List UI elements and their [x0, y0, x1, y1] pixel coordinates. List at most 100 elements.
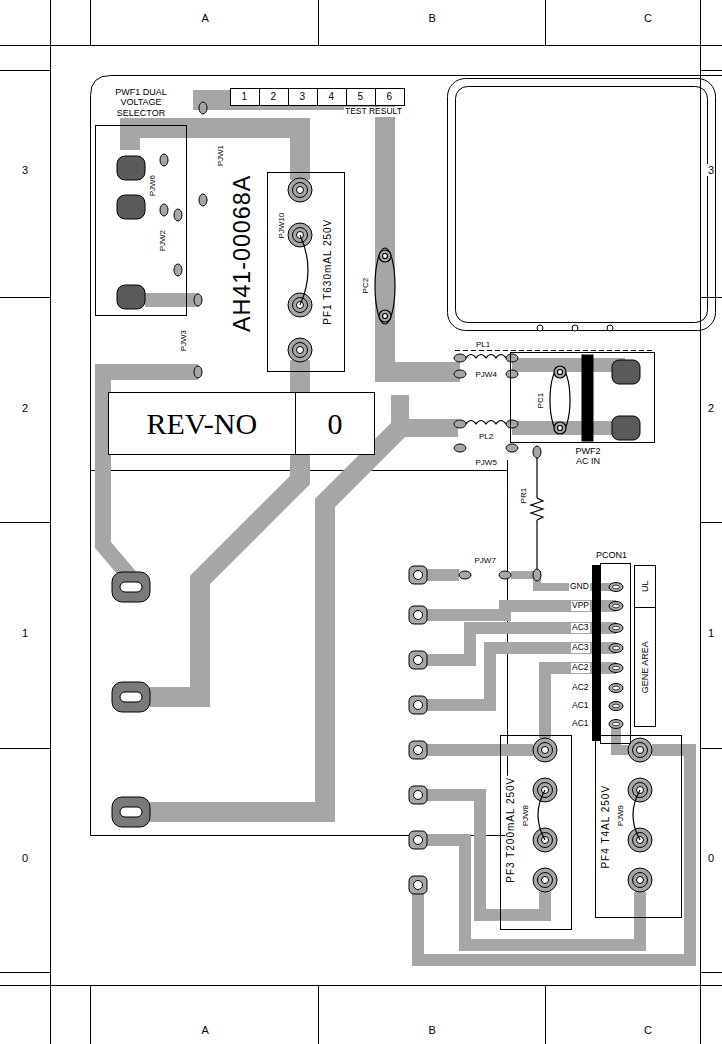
- reference-designator: PJW8: [521, 803, 530, 826]
- component-symbol: [538, 790, 545, 840]
- component-symbol: [300, 235, 640, 840]
- test-result-table: 123456TEST RESULT: [230, 88, 405, 118]
- frame-line: [0, 297, 50, 298]
- terminal-pad: [112, 682, 150, 712]
- test-result-table: [260, 89, 289, 106]
- pin-name: VPP: [571, 601, 590, 611]
- fuse-pad: [628, 868, 652, 892]
- frame-line: [545, 986, 546, 1044]
- connector-pad: [612, 360, 640, 384]
- table-cell: 4: [329, 91, 335, 103]
- board-outline: [91, 76, 722, 836]
- jumper-pad: [160, 102, 541, 581]
- grid-number: 1: [21, 627, 29, 640]
- pin-header: [613, 722, 620, 726]
- pin-header: [609, 602, 623, 611]
- reference-designator: PJW7: [474, 556, 497, 565]
- reference-designator: PC2: [361, 276, 370, 294]
- pin-header: [601, 564, 631, 744]
- wire-pad: [414, 836, 423, 845]
- area-marker: [635, 607, 656, 608]
- pin-header: [613, 646, 620, 650]
- selector-outline: PWF1 DUAL VOLTAGE SELECTOR: [95, 86, 187, 316]
- board-cutout: [537, 325, 543, 331]
- grid-letter: B: [428, 1024, 437, 1037]
- jumper-pad: [174, 209, 182, 221]
- fuse-pad: [542, 747, 549, 754]
- wire-pad: [414, 701, 423, 710]
- fuse-label: PF4 T4AL 250V: [600, 784, 612, 870]
- pin-header: [592, 565, 600, 741]
- frame-line: [545, 0, 546, 45]
- reference-designator: PJW4: [475, 370, 498, 379]
- grid-letter: C: [643, 12, 653, 25]
- component-symbol: [554, 422, 566, 434]
- wire-pad: [414, 791, 423, 800]
- component-symbol: [558, 426, 563, 431]
- connector-name: PCON1: [595, 550, 628, 560]
- jumper-pad: [194, 294, 202, 306]
- jumper-pad: [160, 154, 168, 166]
- fuse-pad: [293, 183, 308, 198]
- fuse-pad: [637, 877, 644, 884]
- test-result-table: [289, 89, 318, 106]
- grid-number: 1: [707, 627, 715, 640]
- fuse-pad: [533, 738, 557, 762]
- component-symbol: [536, 458, 537, 498]
- copper-trace: [545, 668, 616, 738]
- jumper-pad: [533, 569, 541, 581]
- frame-line: [701, 748, 722, 749]
- copper-trace: [145, 293, 198, 307]
- revision-heading: REV-NO: [147, 407, 258, 442]
- reference-designator: PJW6: [148, 173, 157, 196]
- board-cutout: [448, 79, 716, 332]
- fuse-outline: [268, 173, 345, 372]
- frame-line: [0, 748, 50, 749]
- reference-designator: PJW5: [475, 458, 498, 467]
- fuse-outline: [596, 736, 682, 918]
- grid-number: 3: [707, 164, 715, 177]
- copper-trace: [512, 358, 625, 372]
- table-caption: TEST RESULT: [344, 107, 403, 117]
- fuse-pad: [538, 743, 553, 758]
- pin-header: [609, 664, 623, 673]
- jumper-pad: [459, 571, 471, 579]
- board-outline: [91, 76, 722, 836]
- pin-header: [609, 624, 623, 633]
- pin-header: [613, 626, 620, 630]
- area-marker: ULGENE AREA: [634, 565, 656, 727]
- fuse-pad: [628, 738, 652, 762]
- pin-name: GND: [569, 582, 590, 592]
- fuse-pad: [533, 738, 557, 762]
- connector-pad: [117, 156, 145, 180]
- frame-line: [90, 0, 91, 45]
- component-symbol: [383, 314, 388, 319]
- board-cutout: [572, 325, 578, 331]
- fuse-pad: [533, 868, 557, 892]
- test-result-table: [231, 89, 260, 106]
- frame-line: [50, 0, 51, 1044]
- test-result-table: [347, 89, 376, 106]
- fuse-pad: [628, 738, 652, 762]
- jumper-pad: [499, 571, 511, 579]
- reference-designator: PL1: [475, 340, 491, 349]
- component-symbol: [375, 248, 395, 324]
- ac-inlet-outline: PWF2 AC IN: [510, 352, 655, 477]
- reference-designator: PJW2: [158, 228, 167, 251]
- connector-heading: PWF1 DUAL VOLTAGE SELECTOR: [96, 87, 186, 118]
- revision-box: REV-NO0: [108, 392, 375, 455]
- pin-header: [613, 604, 620, 608]
- connector-pad: [117, 285, 145, 309]
- wire-pad: [414, 571, 423, 580]
- copper-trace: [512, 421, 625, 435]
- area-marker: [635, 566, 656, 727]
- component-symbol: [536, 520, 537, 569]
- jumper-pad: [174, 264, 182, 276]
- jumper-pad: [199, 194, 207, 206]
- copper-trace: [103, 100, 690, 960]
- reference-designator: PJW9: [616, 803, 625, 826]
- terminal-pad: [112, 572, 150, 827]
- component-symbol: [633, 790, 640, 840]
- pin-header: [609, 684, 623, 693]
- fuse-pad: [542, 877, 549, 884]
